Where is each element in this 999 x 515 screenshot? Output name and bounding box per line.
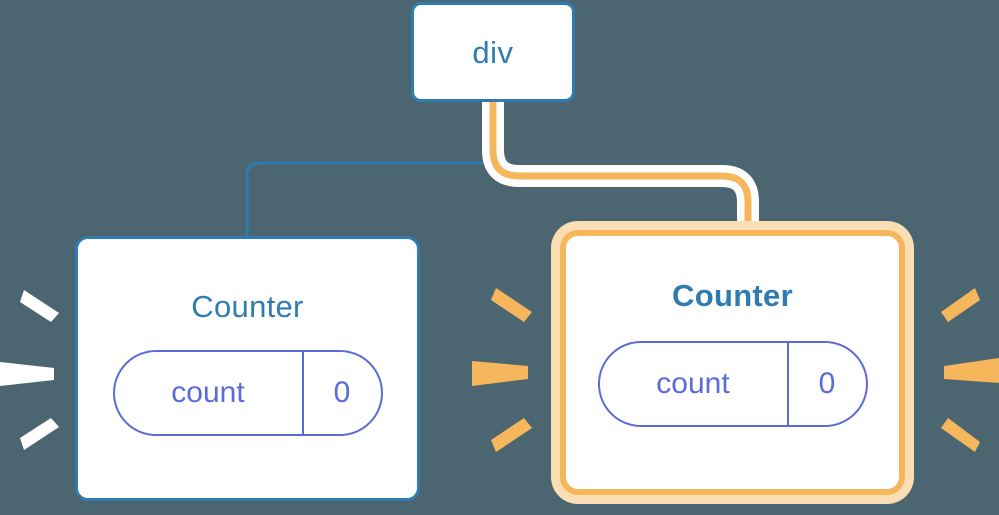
state-value-left: 0 — [301, 352, 381, 434]
node-div[interactable]: div — [411, 2, 575, 102]
node-counter-left-title: Counter — [191, 289, 304, 324]
state-value-right: 0 — [786, 343, 866, 425]
node-counter-left[interactable]: Counter count 0 — [75, 236, 420, 501]
state-pill-right: count 0 — [597, 341, 868, 427]
node-counter-right-title: Counter — [672, 278, 793, 313]
node-counter-right[interactable]: Counter count 0 — [560, 230, 905, 495]
state-key-right: count — [656, 367, 730, 400]
node-div-label: div — [472, 34, 514, 70]
state-key-left: count — [171, 376, 245, 409]
edge-div-to-counter-right — [489, 98, 752, 244]
edge-div-to-counter-right-halo — [482, 91, 759, 251]
state-pill-left: count 0 — [112, 350, 383, 436]
edge-div-to-counter-left — [245, 100, 495, 238]
